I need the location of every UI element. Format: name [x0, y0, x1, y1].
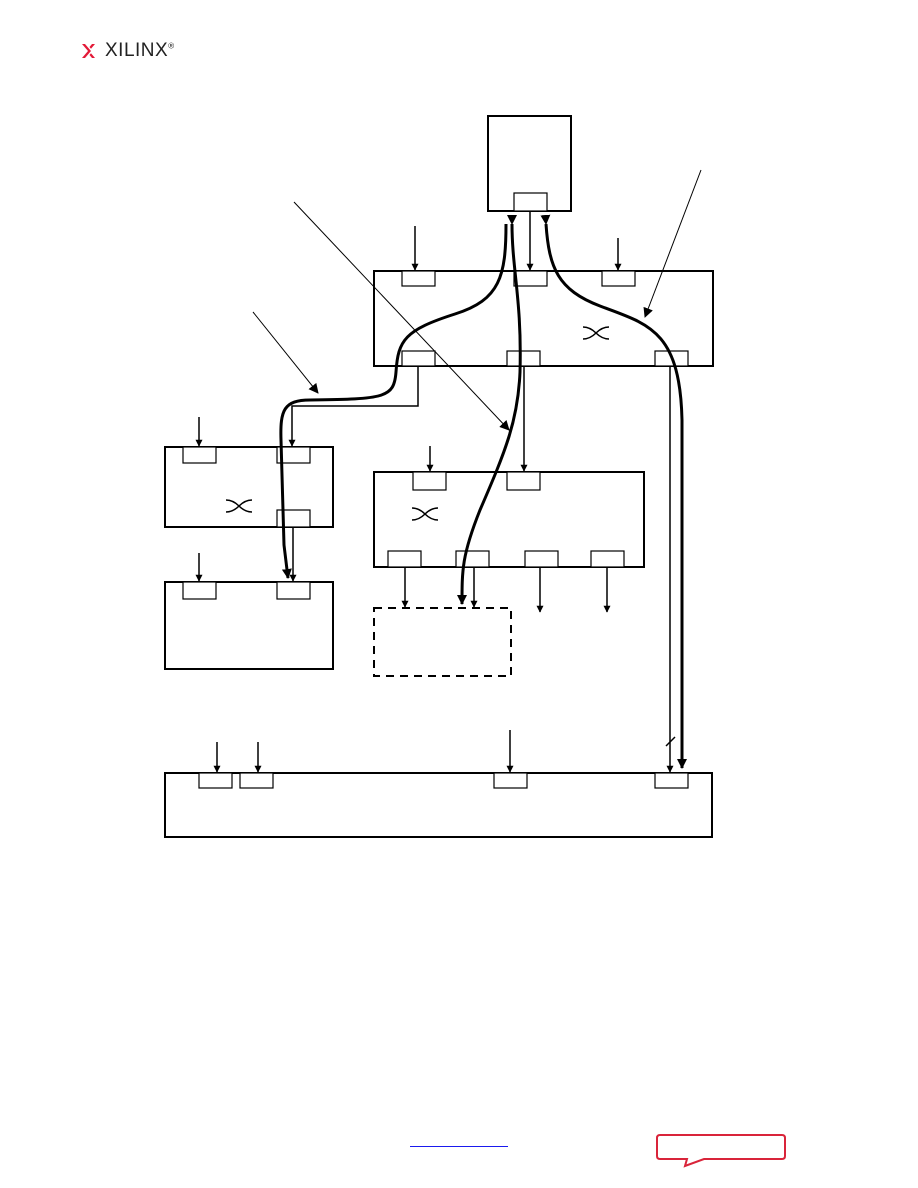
port [276, 446, 311, 464]
port [387, 550, 422, 568]
feedback-button[interactable] [656, 1134, 788, 1170]
output-arrow [288, 366, 419, 447]
dashed-block [373, 607, 512, 677]
callout-leader [252, 311, 319, 394]
crossover-icon [582, 326, 610, 340]
port [493, 772, 528, 789]
port [182, 581, 217, 600]
port [401, 270, 436, 287]
port [654, 772, 689, 789]
port [506, 471, 541, 491]
crossover-icon [411, 507, 439, 521]
port [412, 471, 447, 491]
port [276, 581, 311, 600]
port [506, 350, 541, 367]
port [239, 772, 274, 789]
transaction-path [540, 214, 687, 769]
crossover-icon [225, 499, 253, 513]
logo-text: XILINX® [105, 40, 175, 61]
left-switch-block [164, 446, 334, 528]
port [513, 192, 548, 212]
callout-leader [293, 201, 510, 431]
left-lower-block [164, 581, 334, 670]
port [513, 270, 548, 287]
port [198, 772, 233, 789]
footer-link[interactable] [410, 1134, 508, 1147]
transaction-path [457, 214, 522, 605]
xilinx-logo: XILINX® [80, 38, 175, 64]
port [601, 270, 636, 287]
port [182, 446, 217, 464]
xilinx-mark-icon [82, 44, 95, 58]
port [455, 550, 490, 568]
port [590, 550, 625, 568]
port [524, 550, 559, 568]
callout-leader [643, 169, 702, 318]
transaction-path [279, 223, 508, 579]
port [401, 350, 436, 367]
bottom-block [164, 772, 713, 838]
